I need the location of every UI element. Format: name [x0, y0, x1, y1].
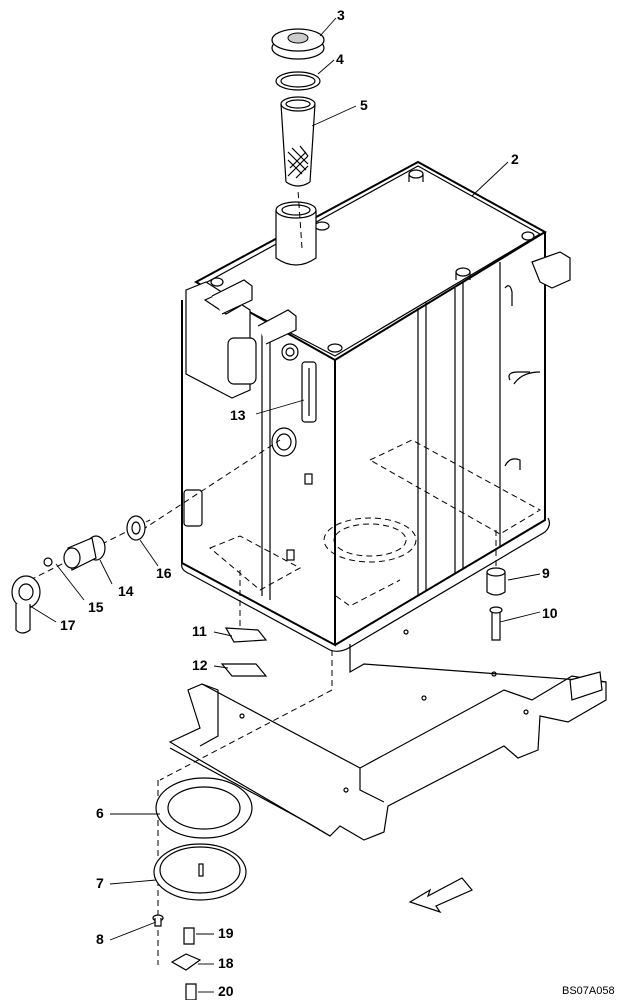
gasket-ring [155, 777, 253, 839]
callout-10: 10 [542, 605, 558, 621]
callout-19: 19 [218, 925, 234, 941]
callout-17: 17 [60, 617, 76, 633]
strainer-part [280, 96, 316, 187]
callout-12: 12 [192, 657, 208, 673]
mount-parts [486, 567, 506, 641]
callout-3: 3 [337, 7, 345, 23]
cover-plate [153, 843, 247, 901]
cap-part [271, 28, 325, 60]
callout-15: 15 [88, 599, 104, 615]
hydraulic-tank [181, 160, 571, 652]
fittings [170, 927, 202, 1001]
callout-11: 11 [192, 623, 207, 639]
shims [220, 627, 268, 677]
callout-5: 5 [360, 97, 368, 113]
callout-7: 7 [96, 875, 104, 891]
front-arrow [408, 877, 473, 914]
callout-2: 2 [511, 151, 519, 167]
o-ring-part [275, 71, 321, 91]
cover-bolt [152, 914, 164, 927]
callout-14: 14 [118, 583, 134, 599]
leader-lines [29, 17, 541, 993]
callout-20: 20 [218, 983, 234, 999]
callout-4: 4 [336, 51, 344, 67]
callout-18: 18 [218, 955, 234, 971]
breather-assembly [11, 515, 146, 634]
callout-13: 13 [230, 407, 246, 423]
drawing-reference: BS07A058 [562, 985, 615, 997]
callout-9: 9 [542, 565, 550, 581]
frame-plate [168, 629, 607, 841]
callout-8: 8 [96, 931, 104, 947]
callout-6: 6 [96, 805, 104, 821]
callout-16: 16 [156, 565, 172, 581]
